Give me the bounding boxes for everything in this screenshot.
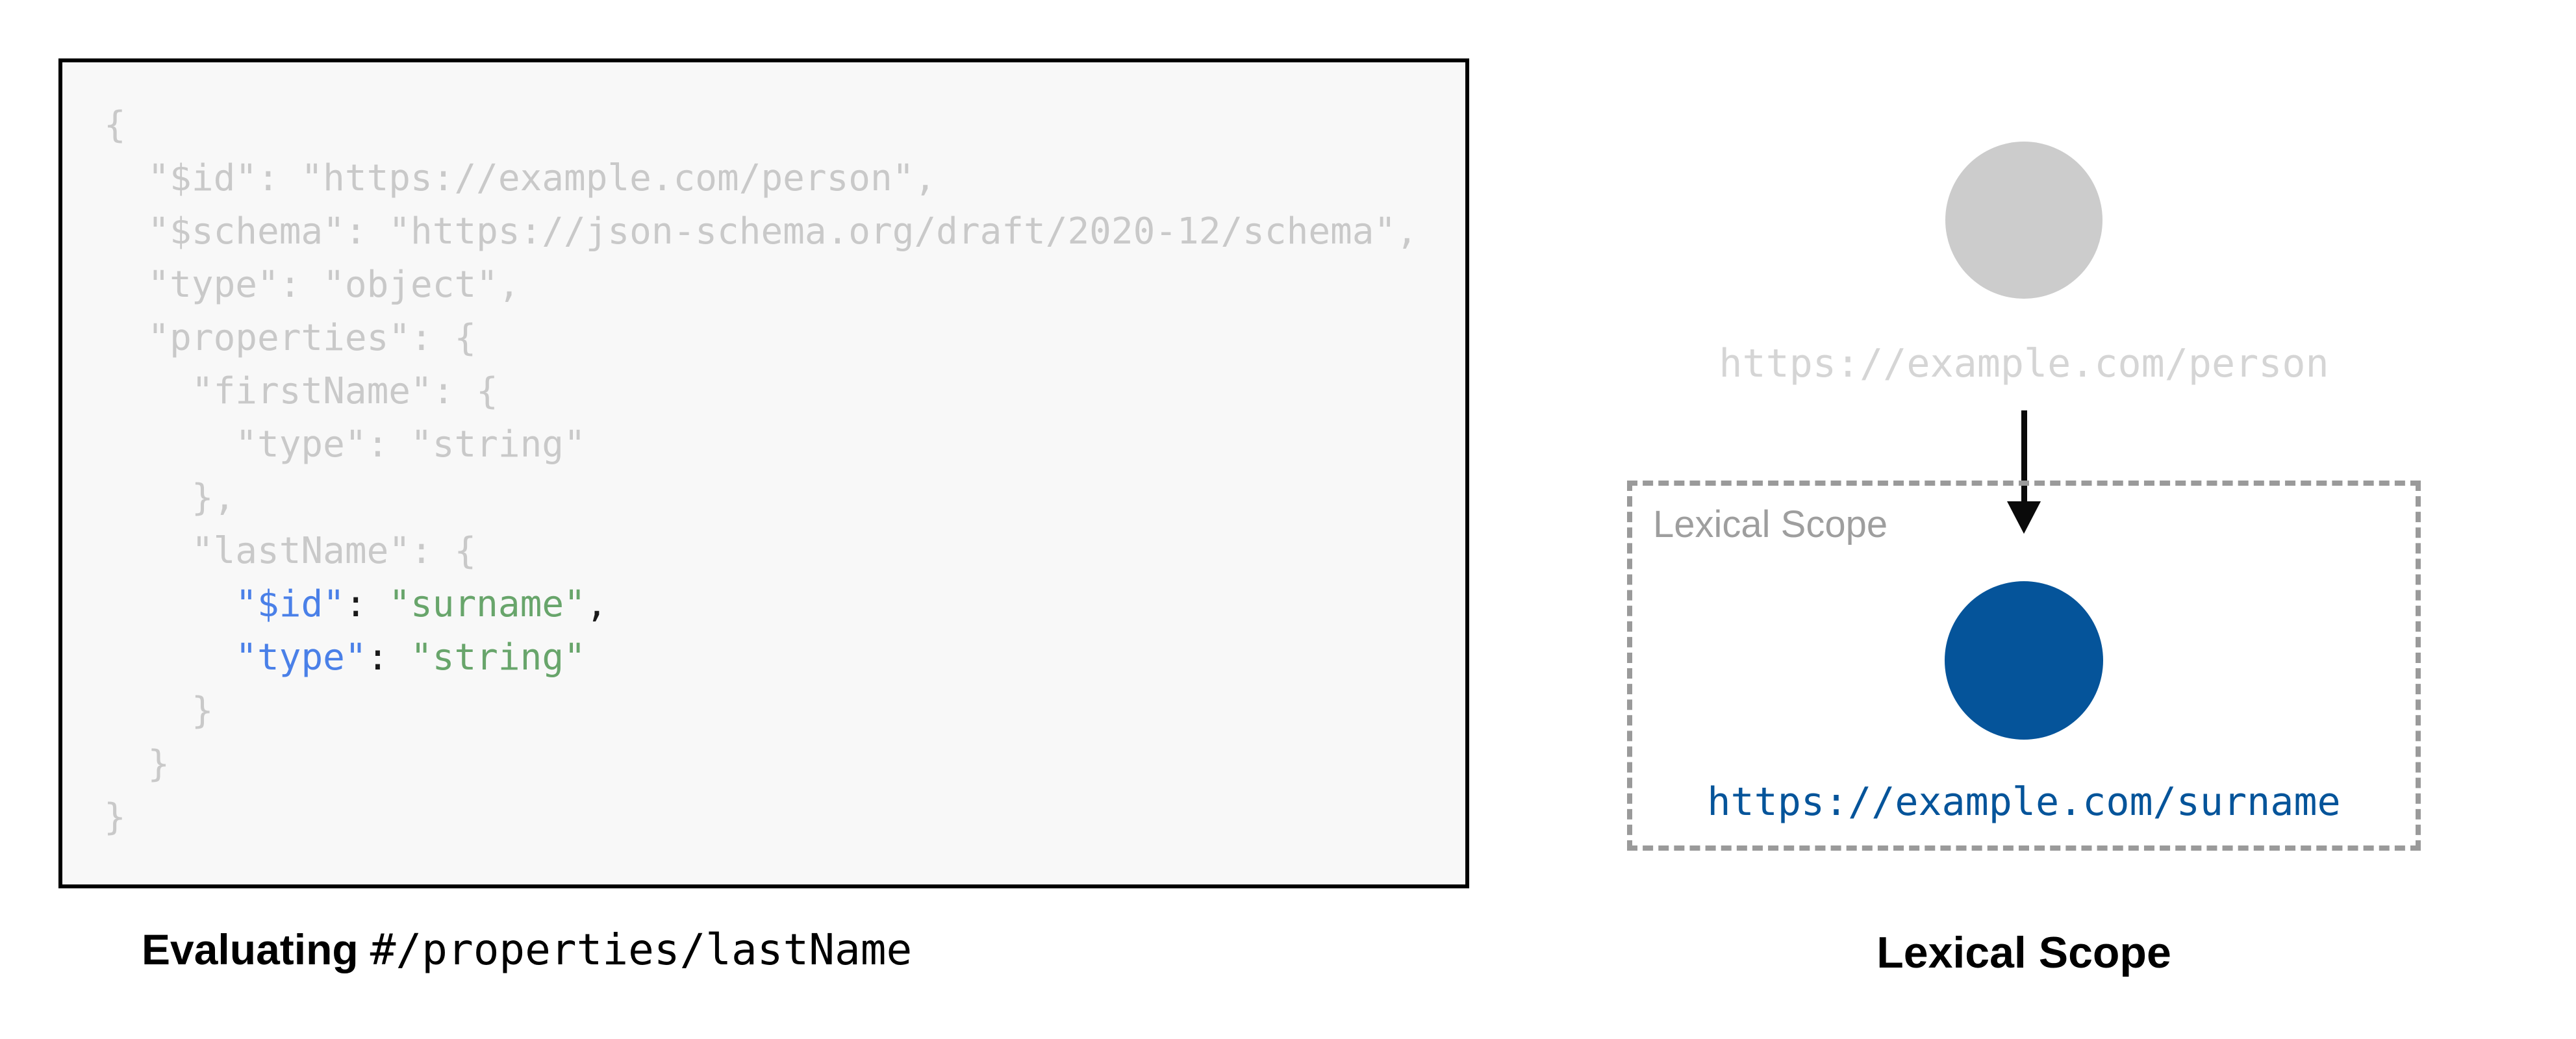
json-schema-code-box: { "$id": "https://example.com/person", "… xyxy=(58,58,1469,888)
code-line: } xyxy=(104,796,126,838)
code-line: "type": "object", xyxy=(104,264,520,306)
lexical-scope-box xyxy=(1627,481,2421,851)
left-caption-evaluating: Evaluating xyxy=(142,925,359,973)
code-line: { xyxy=(104,104,126,146)
arrow-shaft xyxy=(2021,410,2027,503)
code-line: } xyxy=(104,690,214,732)
code-line: "$id": "https://example.com/person", xyxy=(104,157,937,199)
right-caption: Lexical Scope xyxy=(1876,928,2171,977)
parent-schema-circle xyxy=(1945,142,2102,299)
code-line: "lastName": { xyxy=(104,530,477,572)
parent-schema-uri-label: https://example.com/person xyxy=(1719,341,2329,386)
left-caption: Evaluating#/properties/lastName xyxy=(142,925,912,983)
code-line: }, xyxy=(104,477,236,519)
child-schema-circle xyxy=(1945,581,2103,740)
arrow-down-icon xyxy=(2007,501,2041,534)
left-caption-json-pointer: #/properties/lastName xyxy=(370,925,913,975)
code-line: "$id": "surname", xyxy=(235,583,608,625)
lexical-scope-box-label: Lexical Scope xyxy=(1653,503,1888,545)
code-line: "type": "string" xyxy=(104,423,586,466)
code-line: "properties": { xyxy=(104,317,477,359)
code-content: { "$id": "https://example.com/person", "… xyxy=(104,99,1459,878)
code-line: "type": "string" xyxy=(235,636,586,679)
code-line: "$schema": "https://json-schema.org/draf… xyxy=(104,210,1418,253)
child-schema-uri-label: https://example.com/surname xyxy=(1707,779,2341,825)
code-line: } xyxy=(104,743,170,785)
code-line: "firstName": { xyxy=(104,370,498,412)
